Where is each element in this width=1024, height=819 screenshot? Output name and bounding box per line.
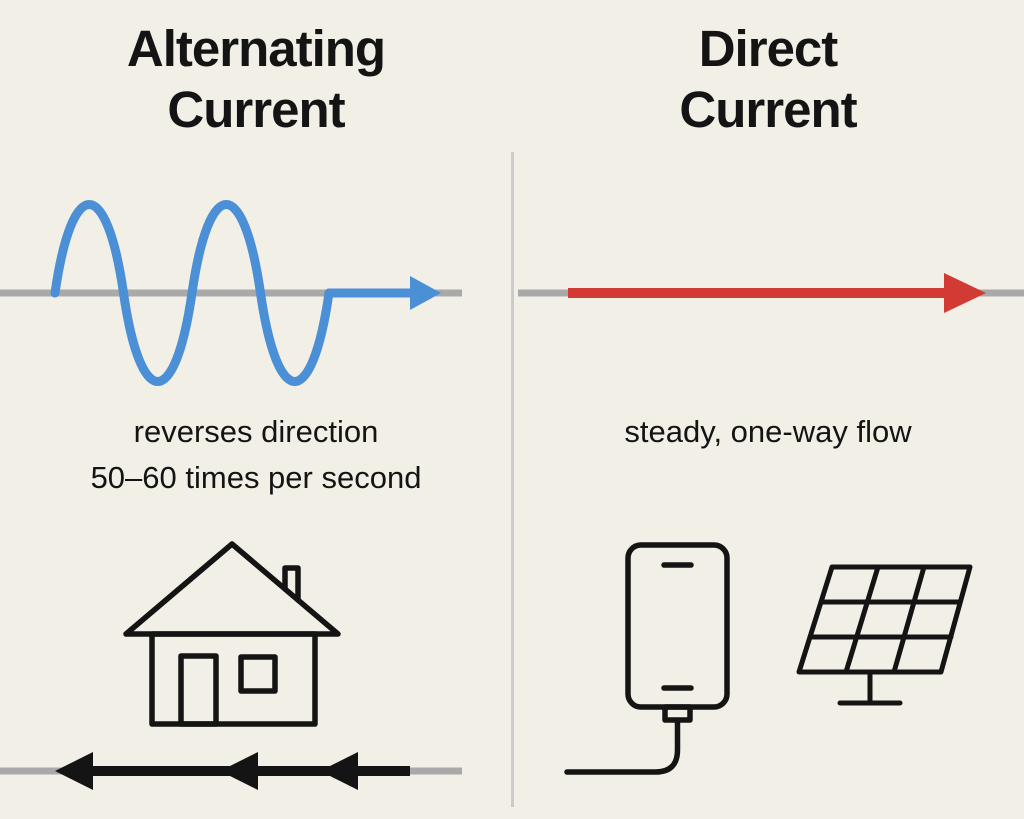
ac-caption-line2: 50–60 times per second — [90, 460, 422, 495]
sine-wave-icon — [50, 200, 334, 386]
ac-title: Alternating Current — [0, 18, 512, 140]
vertical-divider — [511, 152, 514, 807]
house-window — [238, 654, 278, 694]
left-arrowhead-icon — [220, 752, 258, 790]
solar-grid-line — [843, 564, 881, 675]
dc-title-line2: Current — [679, 81, 857, 138]
solar-panel-frame — [796, 564, 973, 675]
ac-caption: reverses direction 50–60 times per secon… — [0, 409, 512, 501]
house-roof — [123, 541, 341, 637]
ac-waveform-graphic — [0, 200, 462, 386]
house-chimney — [282, 565, 301, 603]
house-icon — [123, 541, 341, 727]
sine-wave-arrowhead-icon — [410, 276, 441, 310]
house-body — [149, 631, 318, 727]
dc-flow-arrow-graphic — [518, 273, 1024, 313]
dc-title: Direct Current — [512, 18, 1024, 140]
ac-caption-line1: reverses direction — [133, 414, 379, 449]
left-arrowhead-icon — [55, 752, 93, 790]
alternating-current-panel: Alternating Current reverses direction 5… — [0, 18, 512, 790]
left-arrowhead-icon — [320, 752, 358, 790]
ac-title-line1: Alternating — [126, 20, 386, 77]
dc-title-line1: Direct — [698, 20, 839, 77]
dc-caption: steady, one-way flow — [512, 409, 1024, 455]
house-door — [178, 653, 219, 727]
ac-title-line2: Current — [167, 81, 345, 138]
house-outline — [123, 541, 341, 727]
ac-reverse-arrow-graphic — [0, 752, 462, 790]
phone-body — [625, 542, 730, 710]
dc-caption-line1: steady, one-way flow — [624, 414, 912, 449]
solar-panel-icon — [796, 564, 973, 706]
phone-charging-icon — [564, 542, 730, 775]
dc-arrowhead-icon — [944, 273, 986, 313]
solar-panel-outline — [796, 564, 973, 706]
phone-outline — [564, 542, 730, 775]
direct-current-panel: Direct Current steady, one-way flow — [512, 0, 1024, 819]
solar-grid-line — [891, 564, 927, 675]
charging-cable — [564, 717, 681, 775]
ac-reverse-arrowheads — [55, 752, 358, 790]
